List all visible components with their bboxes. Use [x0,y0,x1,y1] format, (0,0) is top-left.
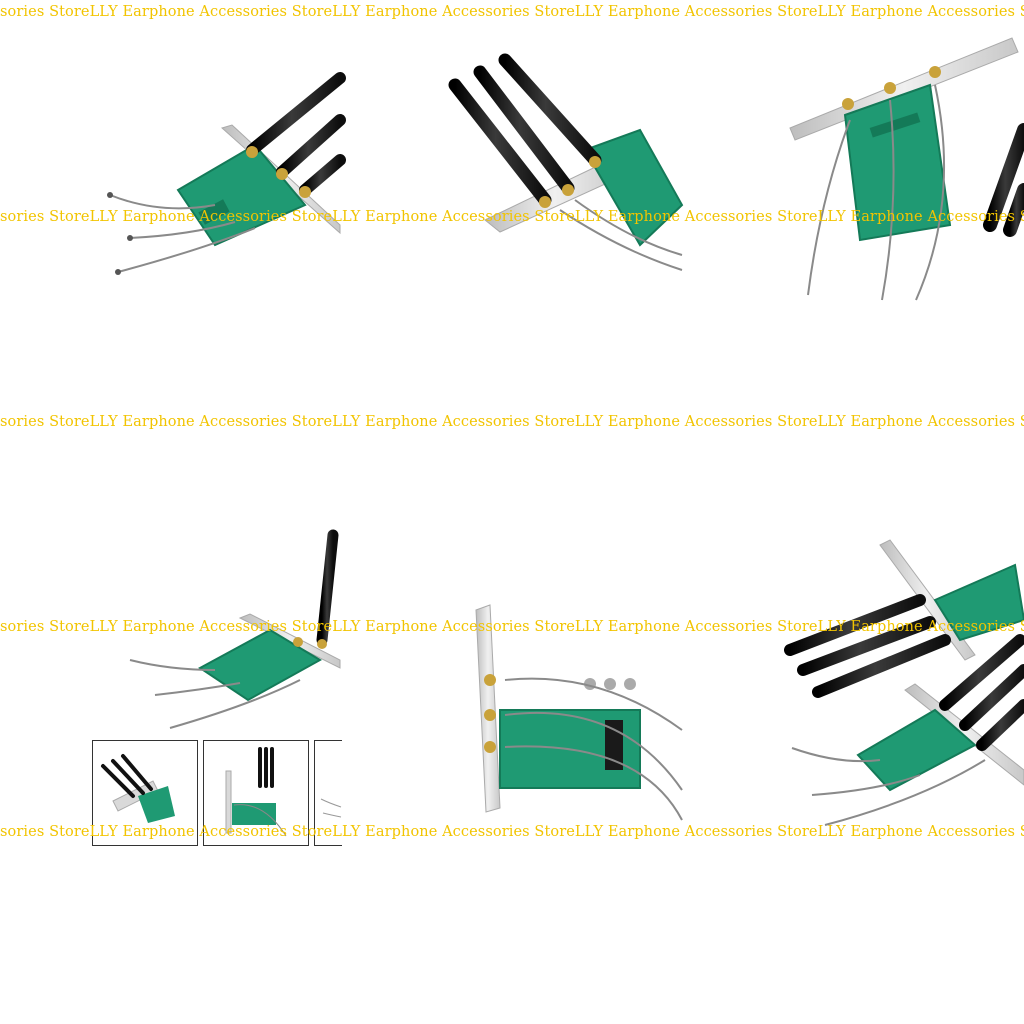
thumbnail-3[interactable] [314,740,342,846]
watermark-text: LLY Earphone Accessories Sto [817,824,1024,840]
watermark-text: LLY Earphone Accessories Store [89,619,333,635]
watermark-text: LLY Earphone Accessories Store [332,619,575,635]
watermark-text: LLY Earphone Accessories Sto [817,209,1024,225]
watermark-text: sories Store [0,209,90,225]
watermark-text: LLY Earphone Accessories Sto [817,414,1024,430]
watermark-row-2: sories StoreLLY Earphone Accessories Sto… [0,206,1024,228]
product-photo-2 [448,53,684,271]
watermark-row-3: sories StoreLLY Earphone Accessories Sto… [0,411,1024,433]
product-photo-6 [784,539,1024,826]
watermark-row-4: sories StoreLLY Earphone Accessories Sto… [0,616,1024,638]
watermark-text: LLY Earphone Accessories Store [574,824,818,840]
product-photo-1 [107,72,346,275]
watermark-text: LLY Earphone Accessories Store [89,4,333,20]
watermark-text: sories Store [0,824,90,840]
watermark-text: LLY Earphone Accessories Store [89,414,333,430]
product-photo-4 [129,519,341,729]
watermark-text: LLY Earphone Accessories Store [574,414,818,430]
watermark-text: LLY Earphone Accessories Sto [817,4,1024,20]
watermark-text: LLY Earphone Accessories Store [89,824,333,840]
thumbnail-2[interactable] [203,740,309,846]
thumbnail-2-image [225,747,287,837]
product-photo-3 [789,37,1024,301]
watermark-text: sories Store [0,414,90,430]
thumbnail-1[interactable] [92,740,198,846]
watermark-text: LLY Earphone Accessories Store [332,414,575,430]
product-photo-5 [475,531,683,821]
watermark-row-5: sories StoreLLY Earphone Accessories Sto… [0,821,1024,843]
watermark-row-1: sories StoreLLY Earphone Accessories Sto… [0,1,1024,23]
watermark-text: LLY Earphone Accessories Store [332,209,575,225]
watermark-text: LLY Earphone Accessories Store [89,209,333,225]
watermark-text: LLY Earphone Accessories Store [574,619,818,635]
watermark-text: LLY Earphone Accessories Store [332,4,575,20]
thumbnail-3-image [320,798,342,818]
watermark-text: LLY Earphone Accessories Store [574,209,818,225]
watermark-text: LLY Earphone Accessories Store [332,824,575,840]
watermark-text: sories Store [0,4,90,20]
watermark-text: LLY Earphone Accessories Store [574,4,818,20]
thumbnail-1-image [101,754,175,823]
watermark-text: LLY Earphone Accessories Sto [817,619,1024,635]
watermark-text: sories Store [0,619,90,635]
